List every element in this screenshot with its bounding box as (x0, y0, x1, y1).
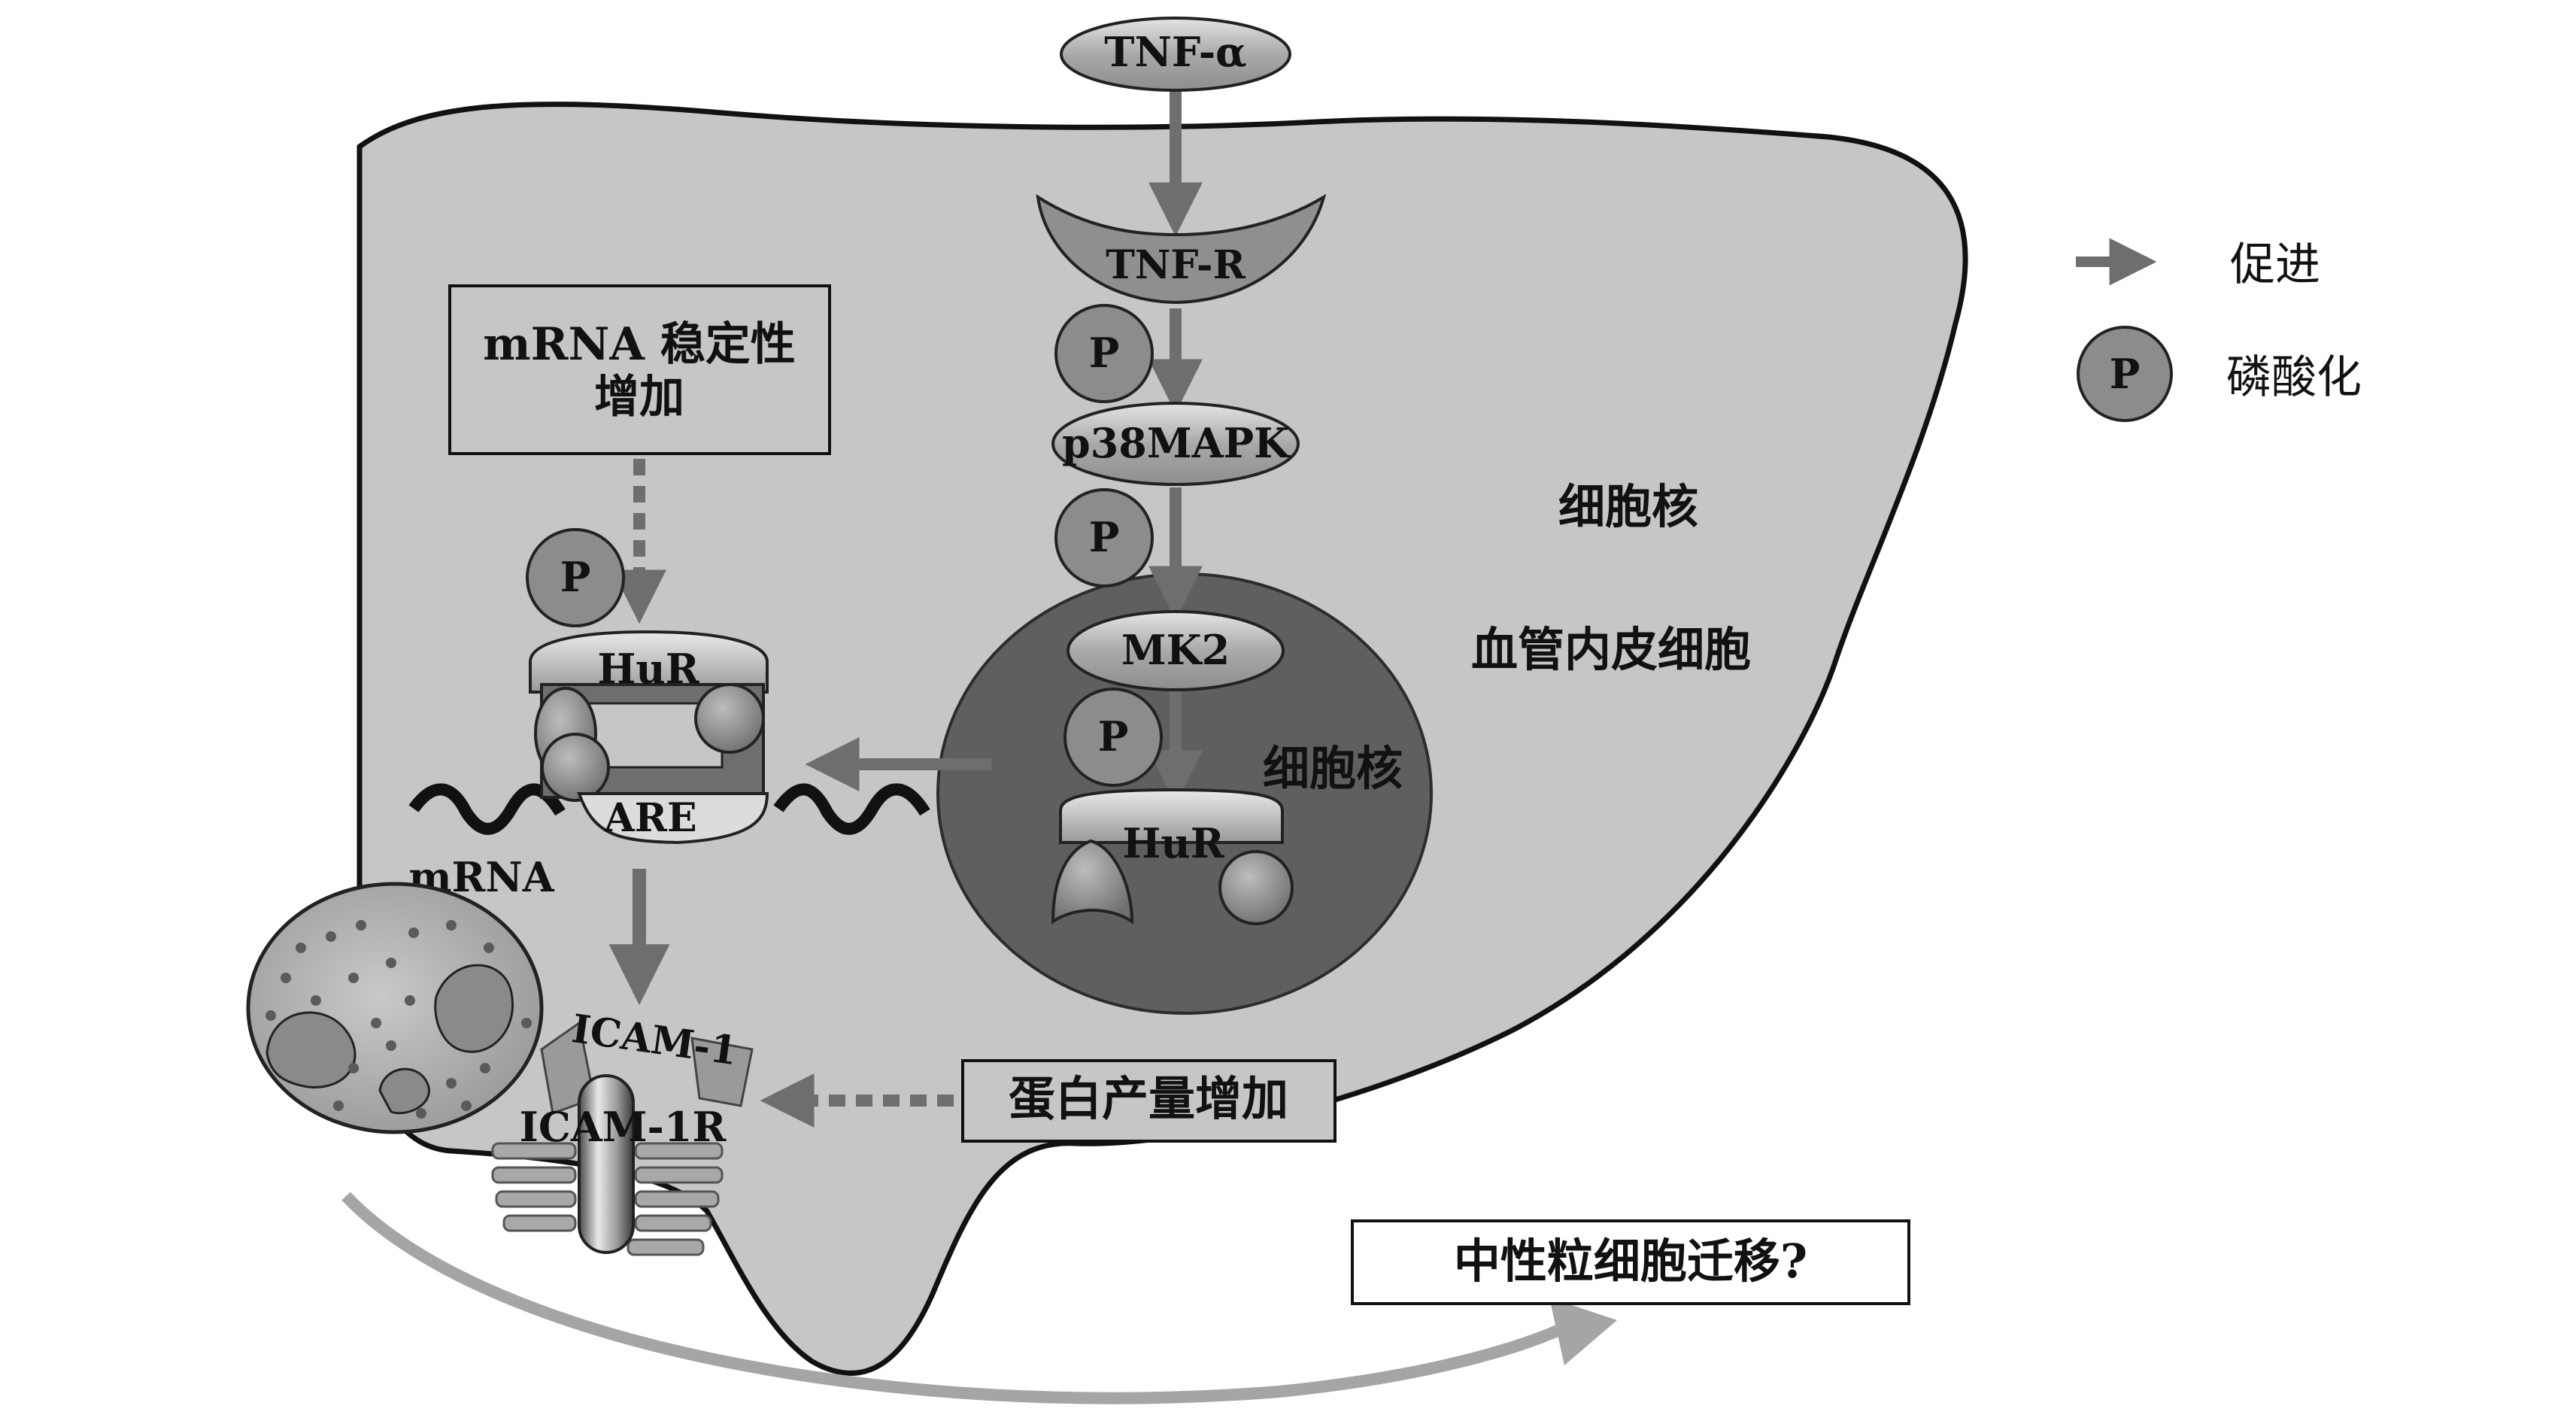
svg-text:HuR: HuR (1122, 819, 1224, 867)
neutrophil-migration-label: 中性粒细胞迁移? (1454, 1234, 1807, 1289)
nucleus-label: 细胞核 (1558, 479, 1698, 534)
mrna-stability-line1: mRNA 稳定性 (483, 318, 796, 371)
legend-promote-label: 促进 (2230, 238, 2320, 291)
tnf-alpha-oval (1060, 17, 1291, 92)
p38mapk-oval (1051, 402, 1300, 486)
phospho-marker-mk2: P (1063, 688, 1163, 787)
phospho-marker-receptor: P (1054, 304, 1154, 403)
are-label: ARE (603, 795, 696, 841)
legend-phospho-circle (2077, 326, 2173, 422)
tnf-receptor-shape (1036, 193, 1327, 305)
svg-text:P: P (560, 553, 591, 601)
legend-phospho-label: 磷酸化 (2226, 351, 2362, 404)
legend-phospho-symbol: P (2110, 350, 2141, 398)
mk2-label: MK2 (1121, 626, 1230, 674)
phospho-marker-p38: P (1054, 488, 1154, 587)
svg-text:HuR: HuR (597, 645, 699, 693)
icam1-assembly (491, 1021, 754, 1256)
neutrophil-migration-arrow (341, 1192, 1575, 1404)
p38mapk-label: p38MAPK (1062, 419, 1291, 467)
phospho-marker-hur: P (526, 528, 625, 627)
endothelial-cell-label: 血管内皮细胞 (1471, 622, 1751, 677)
svg-text:P: P (1098, 712, 1129, 761)
migration-arrowhead (1549, 1298, 1617, 1365)
mrna-strand-left (408, 783, 566, 835)
mrna-stability-line2: 增加 (594, 371, 684, 424)
legend: 促进 P 磷酸化 (2076, 238, 2362, 422)
tnf-r-label: TNF-R (1106, 242, 1246, 288)
icam1r-label: ICAM-1R (520, 1103, 727, 1151)
mrna-strand-right (773, 783, 930, 835)
hur-are-complex: HuR ARE (529, 630, 769, 845)
svg-text:P: P (1089, 513, 1120, 561)
protein-production-box (961, 1059, 1337, 1143)
neutrophil-cell (246, 882, 544, 1134)
mrna-stability-box (448, 284, 831, 455)
nucleus-label-in-circle: 细胞核 (1263, 741, 1403, 796)
hur-nucleus: HuR (1051, 788, 1294, 925)
mk2-oval (1067, 610, 1285, 691)
tnf-alpha-label: TNF-α (1104, 28, 1246, 76)
neutrophil-migration-box (1351, 1219, 1910, 1305)
svg-text:P: P (1089, 329, 1120, 377)
protein-production-label: 蛋白产量增加 (1009, 1071, 1288, 1126)
